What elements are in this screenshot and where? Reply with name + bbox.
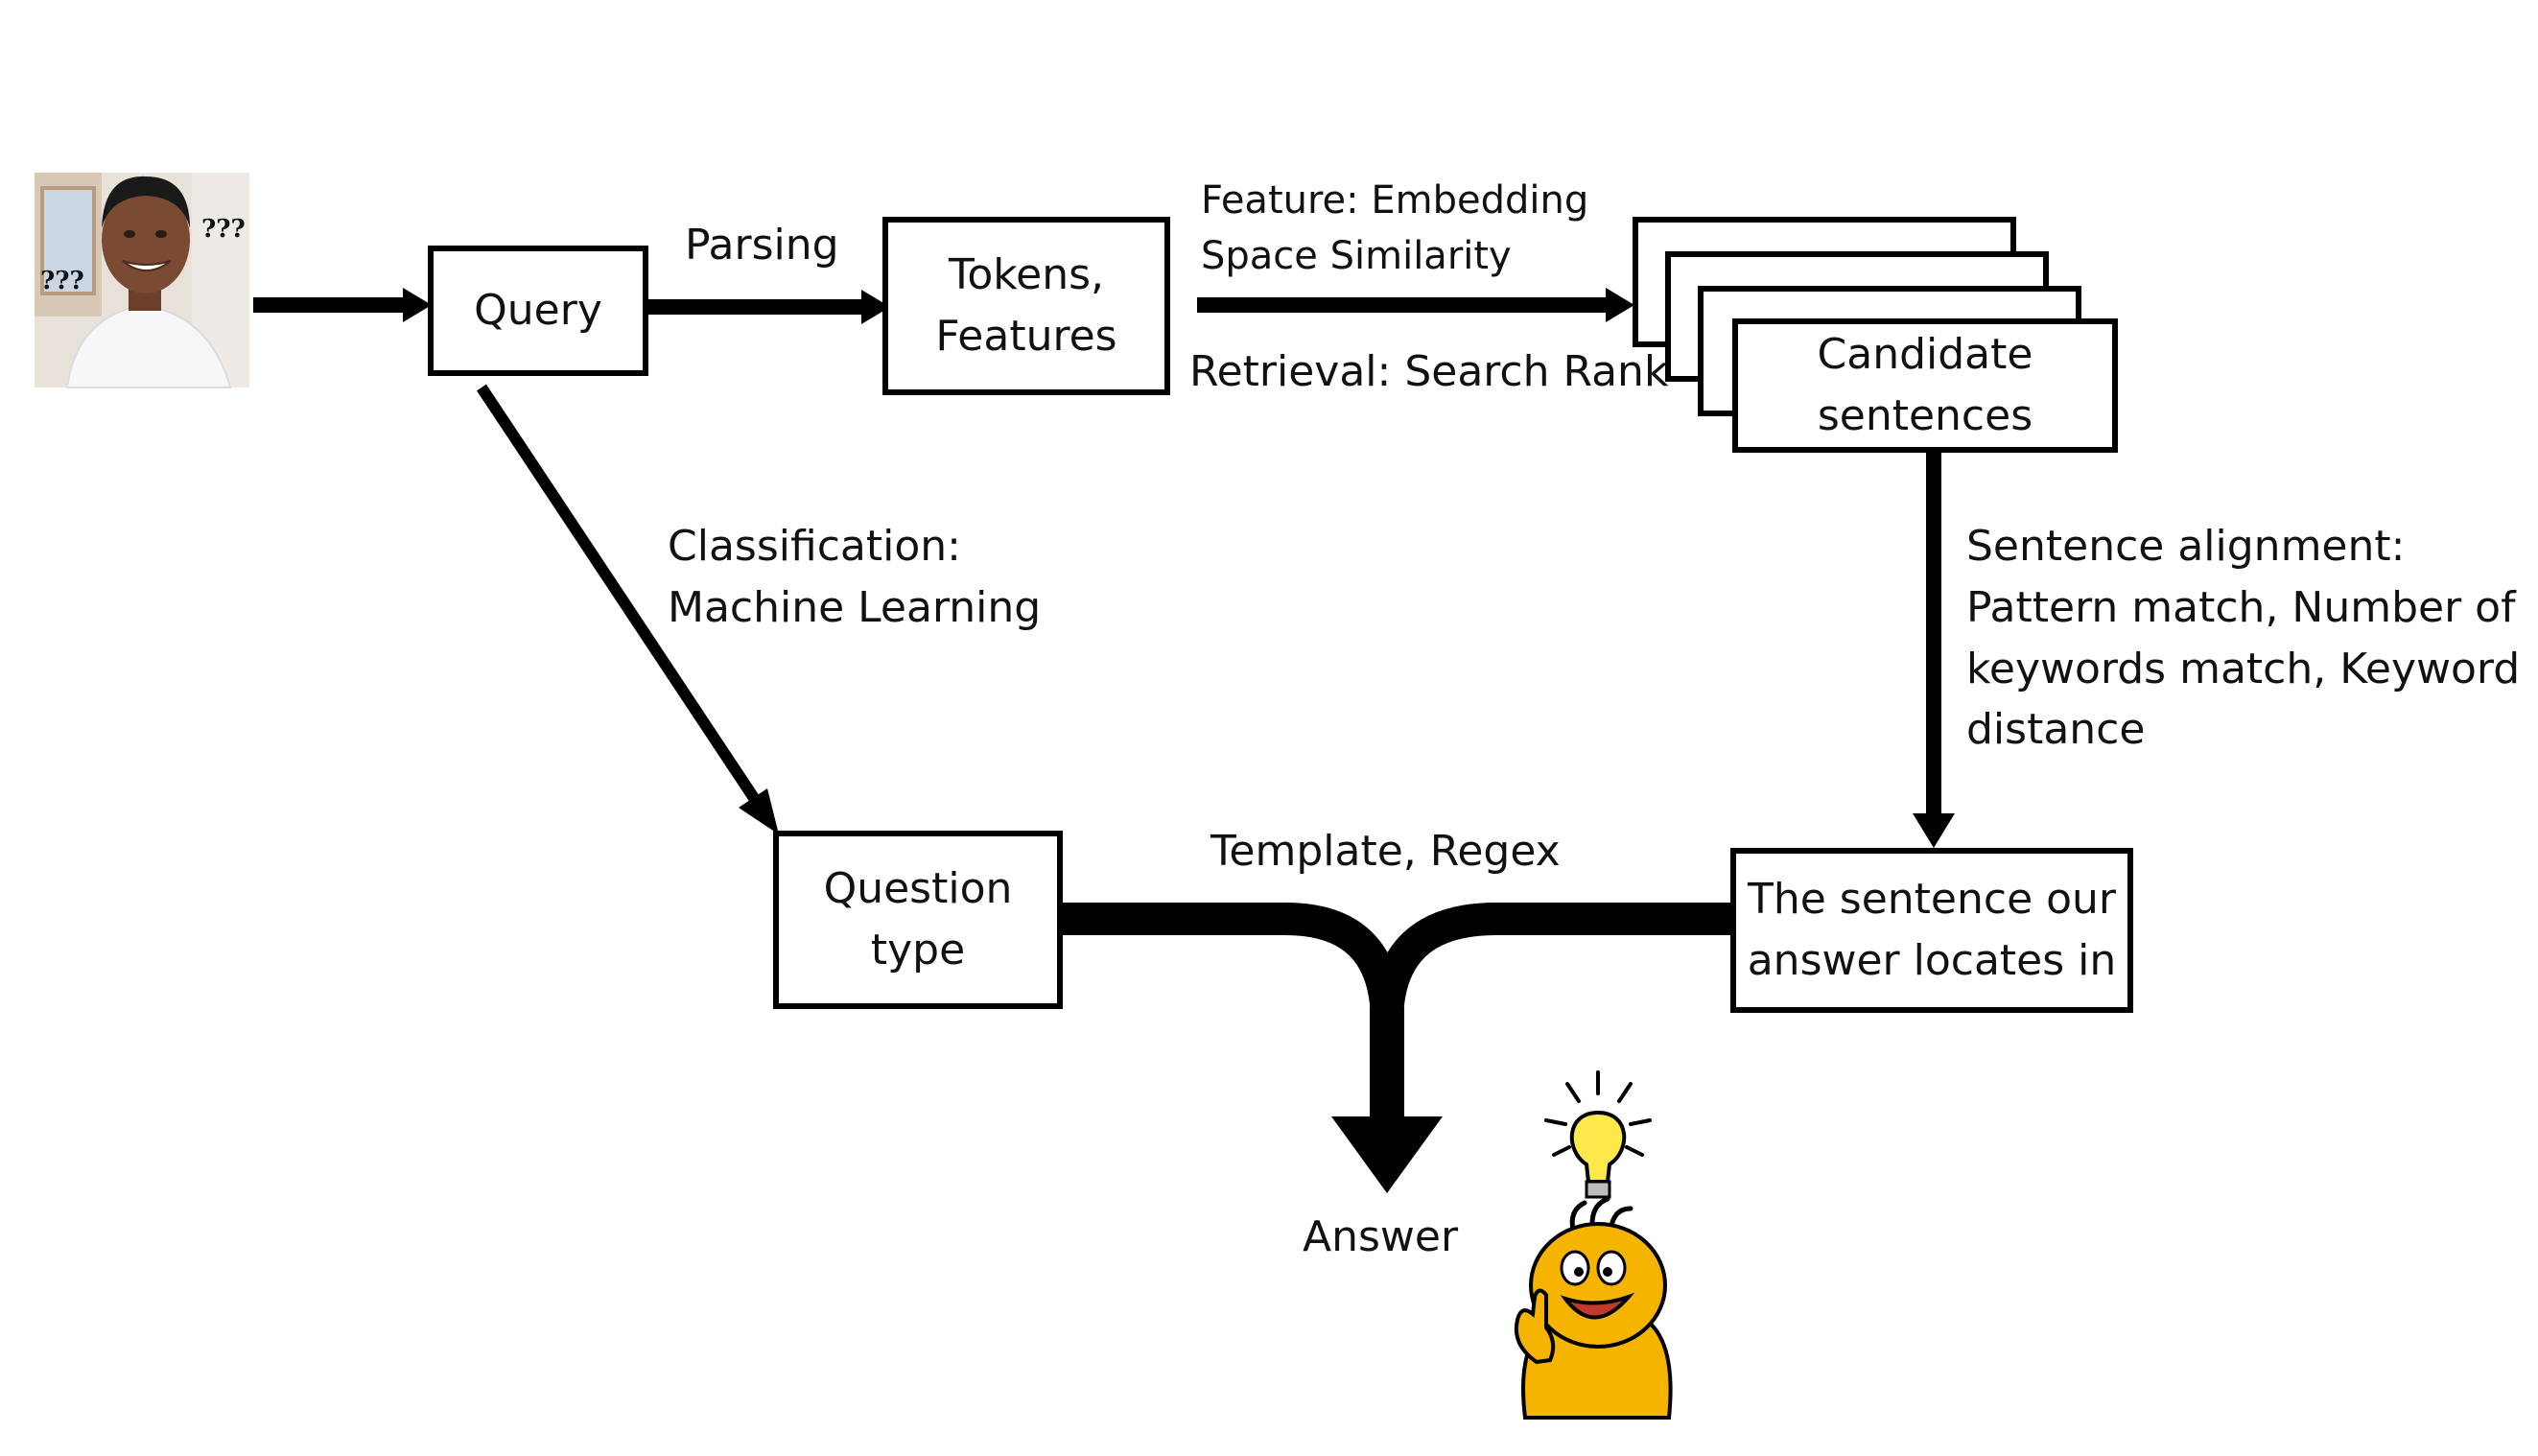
merge-arrow-to-answer [1061, 903, 1732, 1193]
retrieval-label: Retrieval: Search Rank [1189, 347, 1669, 396]
answer-label: Answer [1303, 1212, 1459, 1261]
answer-sentence-node: The sentence our answer locates in [1730, 848, 2133, 1013]
arrow-photo-to-query [253, 288, 432, 322]
template-regex-label: Template, Regex [1210, 827, 1561, 876]
question-marks-left: ??? [40, 267, 84, 295]
lightbulb-icon [1544, 1070, 1652, 1199]
arrow-candidates-to-answer-sentence [1913, 449, 1955, 848]
confused-person-photo [35, 173, 249, 388]
tokens-features-node: Tokens, Features [882, 217, 1170, 395]
candidate-sentences-node: Candidate sentences [1732, 318, 2118, 453]
feature-label: Feature: Embedding Space Similarity [1201, 178, 1589, 278]
parsing-label: Parsing [685, 221, 839, 270]
query-node: Query [428, 246, 648, 376]
sentence-alignment-label: Sentence alignment: Pattern match, Numbe… [1966, 522, 2521, 755]
question-type-node: Question type [773, 831, 1063, 1009]
arrow-query-to-question-type [477, 384, 779, 834]
arrow-query-to-tokens [646, 290, 890, 324]
question-marks-right: ??? [201, 215, 246, 244]
classification-label: Classification: Machine Learning [668, 522, 1042, 632]
arrow-tokens-to-candidates [1197, 288, 1634, 322]
happy-cartoon-figure [1515, 1196, 1673, 1420]
